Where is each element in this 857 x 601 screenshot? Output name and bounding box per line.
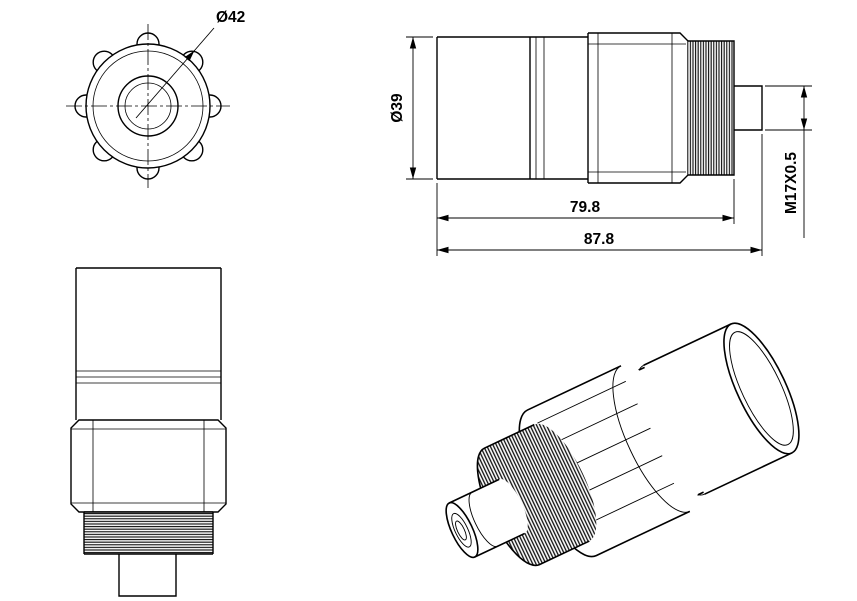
iso-tip-contact xyxy=(455,520,467,541)
iso-tip-face-inner-ring xyxy=(451,512,472,548)
iso-tip-ring-arc xyxy=(468,491,498,548)
iso-rear-shell-outline xyxy=(643,323,793,495)
overall-length-label: 87.8 xyxy=(584,231,615,248)
knurl-outline xyxy=(688,40,735,176)
iso-grip-facet-lines xyxy=(537,380,675,526)
isometric-view xyxy=(445,322,800,567)
iso-rear-end-cap xyxy=(723,322,800,455)
front-diameter-label: Ø42 xyxy=(216,9,245,26)
grip-outline xyxy=(587,32,689,184)
coupling-nut-outer-circle xyxy=(85,43,211,169)
vertical-stub-outline xyxy=(118,554,177,597)
thread-stub-outline xyxy=(734,85,763,131)
insert-outer-circle xyxy=(117,75,179,137)
iso-rear-end-cap-chamfer xyxy=(729,331,794,446)
front-diameter-leader-line xyxy=(135,27,215,119)
vertical-knurl-band xyxy=(84,512,213,554)
knurl-band xyxy=(688,41,734,175)
iso-grip-rear-rim-arc xyxy=(612,365,690,513)
grip-facet-lines xyxy=(588,33,686,183)
iso-tip-outline xyxy=(448,478,526,558)
body-length-label: 79.8 xyxy=(570,199,601,216)
thread-spec-label: M17X0.5 xyxy=(783,152,800,214)
body-diameter-label: Ø39 xyxy=(389,93,406,123)
front-diameter-arrow xyxy=(184,50,195,62)
insert-inner-circle xyxy=(124,82,172,130)
body-ring-lines xyxy=(535,37,545,179)
dia39-extension-lines xyxy=(406,36,433,180)
vertical-side-view xyxy=(70,267,227,597)
coupling-nut-chamfer-circle xyxy=(92,50,204,162)
iso-tip-face xyxy=(445,501,479,559)
vertical-grip-facet-lines xyxy=(71,420,226,512)
vertical-knurl-outline xyxy=(83,511,214,555)
vertical-body-ring-lines xyxy=(76,370,221,384)
side-view: Ø39 79.8 87.8 M17X0.5 xyxy=(389,32,812,256)
vertical-grip-outline xyxy=(70,419,227,513)
front-view-centerlines xyxy=(66,24,230,188)
front-view: Ø42 xyxy=(66,9,245,188)
body-outline xyxy=(436,36,588,180)
vertical-body-outline xyxy=(75,267,222,420)
